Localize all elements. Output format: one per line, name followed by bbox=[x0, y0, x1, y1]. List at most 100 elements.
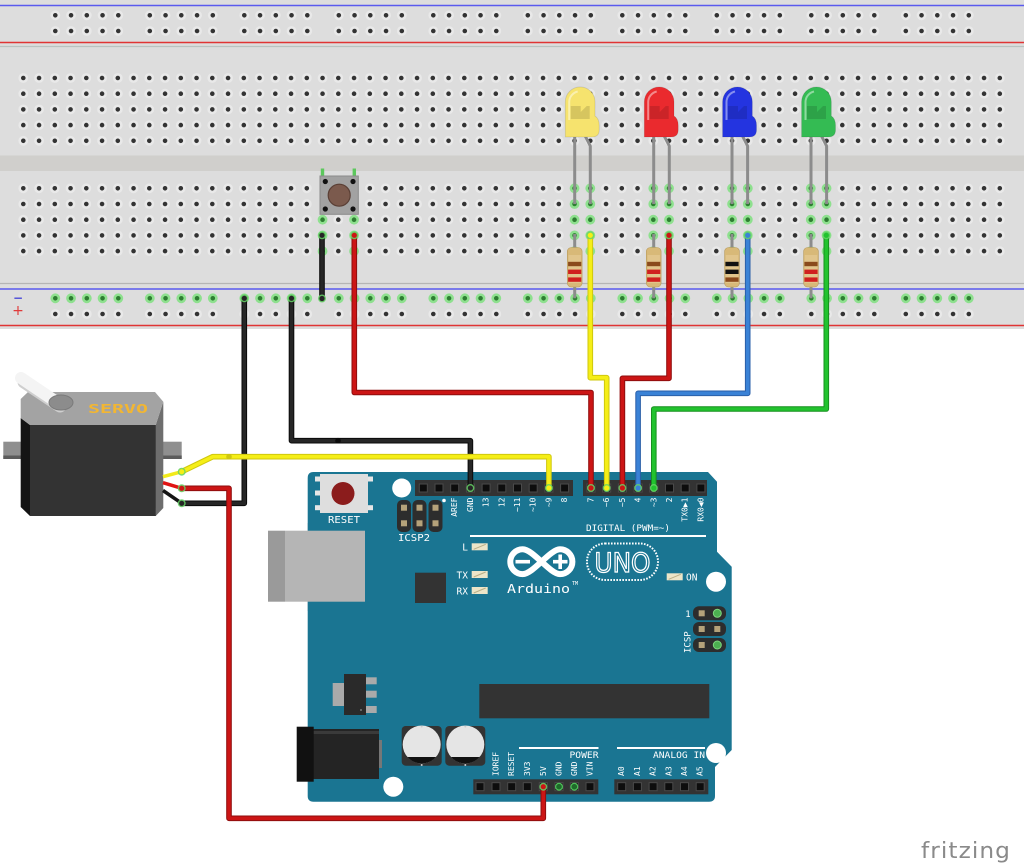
breadboard[interactable]: −+ bbox=[0, 0, 1024, 329]
resistor-green[interactable] bbox=[803, 234, 819, 299]
reset-button[interactable] bbox=[315, 474, 373, 513]
breadboard-hole bbox=[868, 104, 879, 115]
breadboard-hole-connected bbox=[774, 293, 785, 304]
breadboard-hole bbox=[900, 309, 911, 319]
header-pin[interactable] bbox=[648, 782, 658, 792]
led-blue[interactable] bbox=[722, 86, 757, 204]
breadboard-hole-connected bbox=[538, 293, 549, 304]
breadboard-hole bbox=[932, 10, 943, 21]
header-pin[interactable] bbox=[491, 782, 501, 792]
wire-endpoint[interactable] bbox=[665, 231, 674, 240]
breadboard-hole bbox=[900, 104, 911, 115]
led-highlight bbox=[647, 90, 658, 120]
breadboard-hole bbox=[160, 230, 170, 241]
wire-bendpoint[interactable] bbox=[335, 437, 341, 444]
wire-endpoint[interactable] bbox=[287, 294, 296, 303]
breadboard-hole bbox=[255, 26, 265, 36]
wire-endpoint[interactable] bbox=[618, 484, 627, 493]
wire-led-red-to-d5[interactable] bbox=[618, 231, 674, 493]
breadboard-hole bbox=[491, 10, 502, 21]
header-pin[interactable] bbox=[665, 483, 674, 493]
header-pin[interactable] bbox=[475, 782, 485, 792]
wire-endpoint[interactable] bbox=[634, 484, 643, 493]
push-button[interactable] bbox=[319, 168, 359, 215]
header-pin[interactable] bbox=[513, 483, 522, 493]
resistor-red[interactable] bbox=[645, 234, 662, 299]
header-pin[interactable] bbox=[617, 782, 627, 792]
wire-led-green-to-d3[interactable] bbox=[649, 231, 831, 493]
wire-endpoint[interactable] bbox=[822, 231, 831, 240]
header-pin[interactable] bbox=[632, 782, 642, 792]
header-pin[interactable] bbox=[664, 782, 674, 792]
wire-led-yellow-to-d6[interactable] bbox=[586, 231, 611, 493]
smd-led-mark bbox=[473, 543, 486, 550]
wire-servo-signal-to-d9[interactable] bbox=[177, 453, 553, 493]
breadboard-hole bbox=[758, 88, 769, 99]
header-pin[interactable] bbox=[434, 483, 444, 493]
wire-endpoint[interactable] bbox=[649, 484, 658, 493]
wire-endpoint[interactable] bbox=[240, 294, 249, 303]
wire-endpoint[interactable] bbox=[177, 484, 186, 493]
wire-endpoint[interactable] bbox=[743, 231, 752, 240]
header-pin[interactable] bbox=[680, 483, 690, 493]
wire-endpoint[interactable] bbox=[177, 467, 186, 476]
wire-button-to-ground-rail[interactable] bbox=[318, 231, 327, 303]
header-pin[interactable] bbox=[585, 782, 595, 792]
breadboard-hole bbox=[175, 88, 186, 99]
wire-servo-power-to-5v[interactable] bbox=[177, 484, 548, 822]
header-pin[interactable] bbox=[680, 782, 689, 792]
header-pin[interactable] bbox=[695, 782, 705, 792]
arduino-board bbox=[307, 472, 732, 802]
wire-endpoint[interactable] bbox=[177, 499, 186, 508]
breadboard-hole bbox=[679, 73, 690, 83]
wire-button-to-d7[interactable] bbox=[350, 231, 596, 493]
power-jack[interactable] bbox=[296, 726, 382, 782]
header-pin[interactable] bbox=[481, 483, 491, 493]
resistor-band bbox=[725, 277, 739, 282]
wire-endpoint[interactable] bbox=[350, 231, 359, 240]
led-yellow[interactable] bbox=[564, 86, 600, 204]
wire-ground-rail-to-gnd[interactable] bbox=[287, 294, 475, 493]
breadboard-hole-connected bbox=[270, 293, 281, 304]
breadboard-hole bbox=[711, 199, 722, 209]
led-green[interactable] bbox=[801, 86, 836, 204]
header-pin[interactable] bbox=[522, 782, 532, 792]
analog-pin-label: A1 bbox=[633, 766, 642, 776]
header-pin[interactable] bbox=[560, 483, 570, 493]
resistor-yellow[interactable] bbox=[566, 234, 583, 299]
wire-led-blue-to-d4[interactable] bbox=[634, 231, 752, 493]
header-pin[interactable] bbox=[507, 782, 517, 792]
led-red[interactable] bbox=[643, 86, 679, 204]
header-pin[interactable] bbox=[528, 483, 538, 493]
wire-endpoint[interactable] bbox=[602, 484, 611, 493]
wire-endpoint[interactable] bbox=[587, 484, 596, 493]
header-pin[interactable] bbox=[450, 483, 460, 493]
breadboard-hole bbox=[443, 135, 454, 146]
servo-motor[interactable]: SERVO bbox=[3, 372, 183, 516]
breadboard-hole bbox=[979, 73, 989, 83]
breadboard-hole bbox=[490, 246, 501, 256]
capacitor-top bbox=[402, 725, 441, 764]
wire-endpoint[interactable] bbox=[466, 484, 475, 493]
wire-endpoint[interactable] bbox=[544, 484, 553, 493]
wire-endpoint[interactable] bbox=[539, 782, 548, 791]
wire-endpoint[interactable] bbox=[586, 231, 595, 240]
header-pin[interactable] bbox=[418, 483, 428, 493]
wire-endpoint[interactable] bbox=[318, 294, 327, 303]
breadboard-hole bbox=[490, 214, 501, 225]
breadboard-hole bbox=[900, 214, 911, 225]
breadboard-hole-connected bbox=[81, 293, 92, 304]
breadboard-hole-connected bbox=[633, 293, 643, 304]
breadboard-hole bbox=[900, 26, 911, 36]
wire-bendpoint[interactable] bbox=[226, 453, 232, 460]
breadboard-hole bbox=[947, 73, 958, 83]
breadboard-hole bbox=[601, 120, 611, 130]
header-pin[interactable] bbox=[696, 483, 706, 493]
resistor-blue[interactable] bbox=[724, 234, 740, 299]
header-pin[interactable] bbox=[497, 483, 507, 493]
breadboard-hole bbox=[381, 10, 391, 21]
wire-ground-rail-to-servo[interactable] bbox=[177, 294, 249, 508]
wire-endpoint[interactable] bbox=[318, 231, 327, 240]
